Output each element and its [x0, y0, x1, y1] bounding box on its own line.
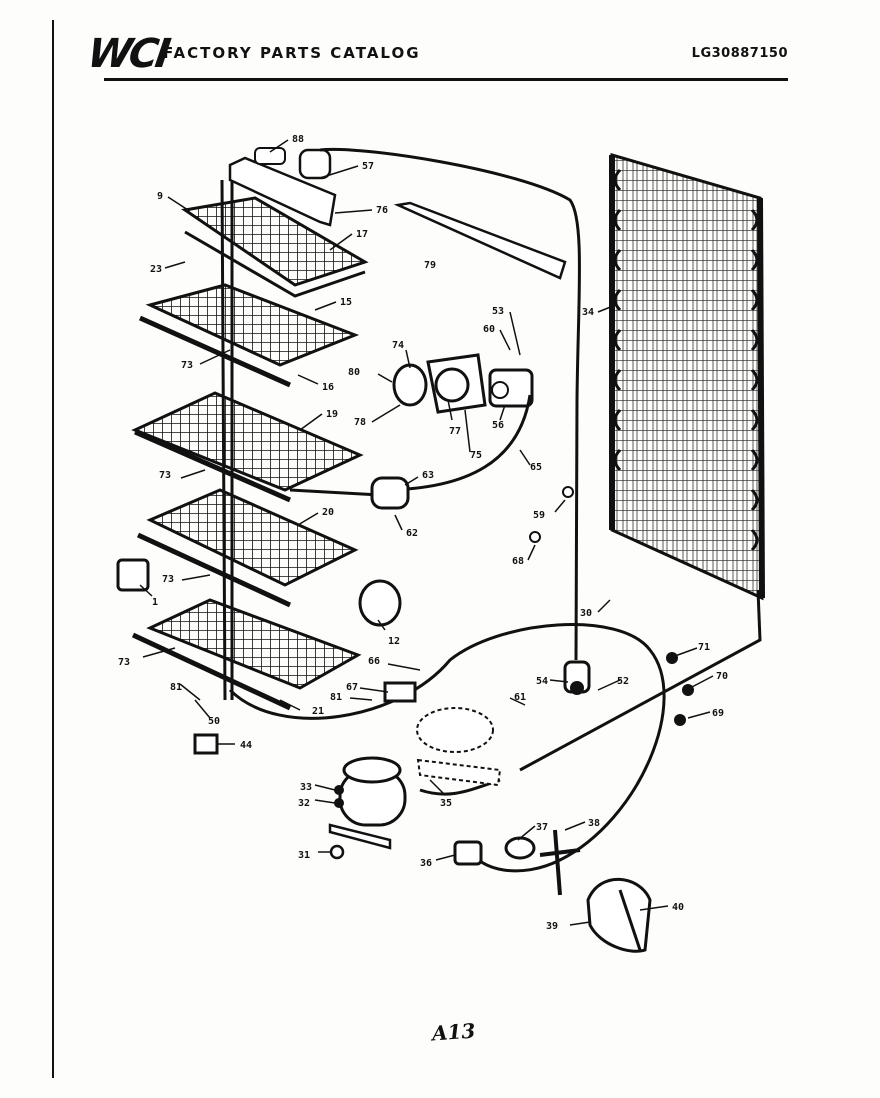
part-label: 73: [181, 360, 193, 371]
light-housing: [228, 147, 337, 227]
part-label: 35: [440, 798, 452, 809]
part-label: 33: [300, 782, 312, 793]
part-label: 30: [580, 608, 592, 619]
part-label: 38: [588, 818, 600, 829]
part-label: 17: [356, 229, 368, 240]
part-label: 65: [530, 462, 542, 473]
part-label: 66: [368, 656, 380, 667]
part-label: 50: [208, 716, 220, 727]
catalog-title: FACTORY PARTS CATALOG: [163, 44, 421, 62]
part-labels: 88 57 9 76 17 79 23 15 53 60 34 74 73 80…: [118, 134, 728, 932]
part-label: 40: [672, 902, 684, 913]
part-label: 36: [420, 858, 432, 869]
part-label: 15: [340, 297, 352, 308]
drain-trough: [393, 201, 567, 280]
part-label: 62: [406, 528, 418, 539]
part-label: 9: [157, 191, 163, 202]
part-label: 67: [346, 682, 358, 693]
part-label: 81: [330, 692, 342, 703]
part-label: 78: [354, 417, 366, 428]
part-label: 1: [152, 597, 158, 608]
part-label: 31: [298, 850, 310, 861]
leader-lines: [139, 139, 714, 926]
page-code: A13: [431, 1018, 477, 1046]
part-label: 16: [322, 382, 334, 393]
part-label: 20: [322, 507, 334, 518]
compressor: [328, 756, 407, 850]
part-label: 74: [392, 340, 404, 351]
small-parts: [116, 486, 694, 860]
model-number: LG30887150: [691, 46, 788, 61]
part-label: 39: [546, 921, 558, 932]
part-label: 59: [533, 510, 545, 521]
evaporator-tube: [220, 179, 234, 701]
shelf-19: [131, 391, 364, 503]
part-label: 73: [159, 470, 171, 481]
part-label: 77: [449, 426, 461, 437]
part-label: 63: [422, 470, 434, 481]
part-label: 75: [470, 450, 482, 461]
fan-motor-assembly: [392, 353, 534, 414]
relay: [453, 840, 483, 866]
part-label: 19: [326, 409, 338, 420]
drain-pan: [416, 707, 502, 787]
part-label: 53: [492, 306, 504, 317]
wire-harness: [289, 394, 532, 497]
part-label: 88: [292, 134, 304, 145]
part-label: 76: [376, 205, 388, 216]
part-label: 61: [514, 692, 526, 703]
header-rule: [104, 78, 788, 81]
condenser-coil: [609, 153, 765, 601]
page-border: [52, 20, 840, 1078]
part-label: 69: [712, 708, 724, 719]
shelf-21: [131, 598, 362, 711]
part-label: 37: [536, 822, 548, 833]
refrigerant-lines: [228, 589, 762, 873]
defrost-timer: [370, 476, 410, 510]
part-label: 70: [716, 671, 728, 682]
part-label: 21: [312, 706, 324, 717]
part-label: 79: [424, 260, 436, 271]
capillary-tube: [319, 147, 581, 661]
accumulator: [563, 660, 591, 695]
part-label: 44: [240, 740, 252, 751]
part-label: 52: [617, 676, 629, 687]
part-label: 34: [582, 307, 594, 318]
part-label: 23: [150, 264, 162, 275]
part-label: 57: [362, 161, 374, 172]
part-label: 68: [512, 556, 524, 567]
part-label: 71: [698, 642, 710, 653]
part-label: 54: [536, 676, 548, 687]
part-label: 60: [483, 324, 495, 335]
shelf-20: [136, 488, 359, 608]
shelf-15: [138, 283, 360, 388]
catalog-header: WCI FACTORY PARTS CATALOG LG30887150: [85, 31, 788, 77]
part-label: 32: [298, 798, 310, 809]
part-label: 73: [118, 657, 130, 668]
part-label: 73: [162, 574, 174, 585]
fan-shroud: [586, 877, 652, 953]
part-label: 56: [492, 420, 504, 431]
part-label: 81: [170, 682, 182, 693]
part-label: 12: [388, 636, 400, 647]
part-label: 80: [348, 367, 360, 378]
condenser-fan: [504, 829, 581, 896]
